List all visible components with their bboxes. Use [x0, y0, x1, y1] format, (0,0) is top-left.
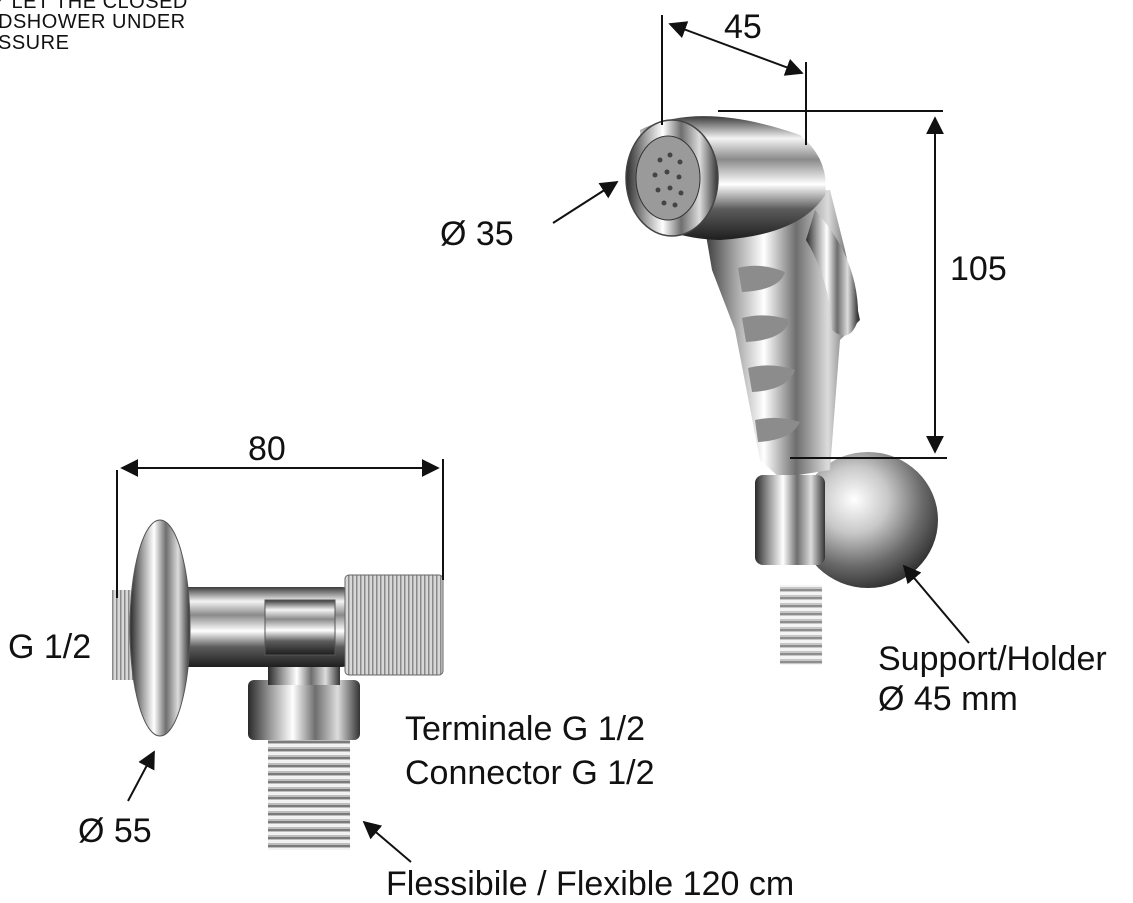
angle-valve-illustration: [112, 519, 444, 850]
thread-label: G 1/2: [8, 628, 92, 666]
leader-55: [127, 750, 155, 802]
note-line-2: DSHOWER UNDER: [0, 11, 186, 33]
connector-label: Connector G 1/2: [405, 754, 655, 792]
dim-45-label: 45: [724, 8, 762, 46]
grip-slot: [748, 365, 795, 392]
hand-shower-illustration: [625, 116, 938, 665]
dim-45-line: [668, 21, 804, 76]
valve-hex: [264, 599, 336, 656]
dim-105-label: 105: [950, 250, 1007, 288]
holder-collar: [755, 475, 825, 565]
leader-hose: [362, 820, 412, 863]
flange-rosette: [129, 519, 191, 737]
holder-size-label: Ø 45 mm: [878, 680, 1018, 718]
terminal-nut: [248, 680, 360, 740]
leader-holder: [902, 564, 970, 644]
grip-slot: [755, 417, 800, 442]
grip-slot: [738, 265, 785, 292]
holder-label: Support/Holder: [878, 640, 1107, 678]
shower-trigger: [806, 210, 859, 336]
hose-label: Flessibile / Flexible 120 cm: [386, 865, 795, 903]
holder-dome: [798, 452, 938, 588]
note-line-1: Y LET THE CLOSED: [0, 0, 188, 13]
terminal-label: Terminale G 1/2: [405, 710, 645, 748]
note-line-3: SSURE: [0, 32, 70, 54]
dim-80-label: 80: [248, 430, 286, 468]
shower-hose: [780, 585, 822, 665]
spray-nozzles: [635, 135, 701, 221]
flexible-hose: [268, 735, 350, 850]
dim-55-label: Ø 55: [78, 812, 152, 850]
grip-slot: [742, 315, 790, 342]
valve-knob: [344, 574, 444, 676]
leader-35: [552, 181, 619, 224]
dim-35-label: Ø 35: [440, 215, 514, 253]
